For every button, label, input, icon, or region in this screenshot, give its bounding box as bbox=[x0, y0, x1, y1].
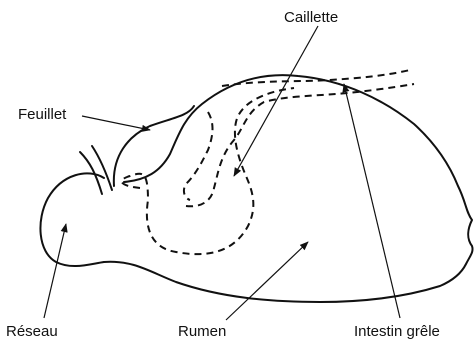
label-rumen: Rumen bbox=[178, 323, 226, 340]
feuillet-leader-arrow bbox=[82, 116, 150, 130]
reseau-outline bbox=[40, 173, 104, 266]
intestin-leader-arrow bbox=[344, 84, 400, 318]
caillette-dashed-upper bbox=[184, 112, 213, 200]
label-reseau: Réseau bbox=[6, 323, 58, 340]
reseau-leader-arrow bbox=[44, 224, 66, 318]
rumen-leader-arrow bbox=[226, 242, 308, 320]
feuillet-outline bbox=[114, 106, 194, 186]
label-feuillet: Feuillet bbox=[18, 106, 67, 123]
oesophagus-line-2 bbox=[92, 146, 112, 190]
label-caillette: Caillette bbox=[284, 9, 338, 26]
rumen-outline bbox=[104, 75, 473, 302]
caillette-dashed-lower bbox=[186, 84, 414, 206]
caillette-leader-arrow bbox=[234, 26, 318, 176]
label-intestin-grele: Intestin grêle bbox=[354, 323, 440, 340]
